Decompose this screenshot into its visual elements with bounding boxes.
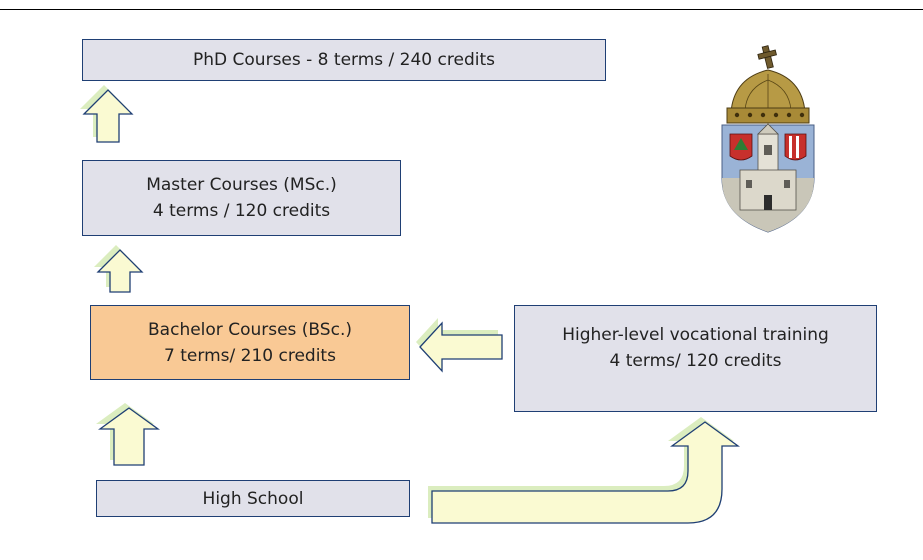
bachelor-courses-box: Bachelor Courses (BSc.) 7 terms/ 210 cre… xyxy=(90,305,410,380)
up-arrow-msc-to-phd xyxy=(80,85,134,143)
high-school-box: High School xyxy=(96,480,410,517)
top-divider xyxy=(0,9,923,10)
up-arrow-bsc-to-msc xyxy=(94,245,144,293)
master-courses-title: Master Courses (MSc.) xyxy=(146,175,337,195)
up-arrow-highschool-to-bsc xyxy=(96,403,161,466)
bachelor-courses-title: Bachelor Courses (BSc.) xyxy=(148,319,352,340)
coat-of-arms-icon xyxy=(721,45,815,233)
bachelor-courses-detail: 7 terms/ 210 credits xyxy=(164,345,336,366)
curved-arrow-highschool-to-vocational xyxy=(428,417,740,524)
master-courses-detail: 4 terms / 120 credits xyxy=(152,201,331,221)
master-courses-box: Master Courses (MSc.) 4 terms / 120 cred… xyxy=(82,160,401,236)
phd-courses-box: PhD Courses - 8 terms / 240 credits xyxy=(82,39,606,81)
vocational-training-box: Higher-level vocational training 4 terms… xyxy=(514,305,877,412)
phd-courses-label: PhD Courses - 8 terms / 240 credits xyxy=(193,50,495,70)
vocational-training-title: Higher-level vocational training xyxy=(562,324,829,345)
vocational-training-detail: 4 terms/ 120 credits xyxy=(609,350,782,371)
high-school-label: High School xyxy=(202,488,304,509)
left-arrow-vocational-to-bsc xyxy=(416,318,503,373)
